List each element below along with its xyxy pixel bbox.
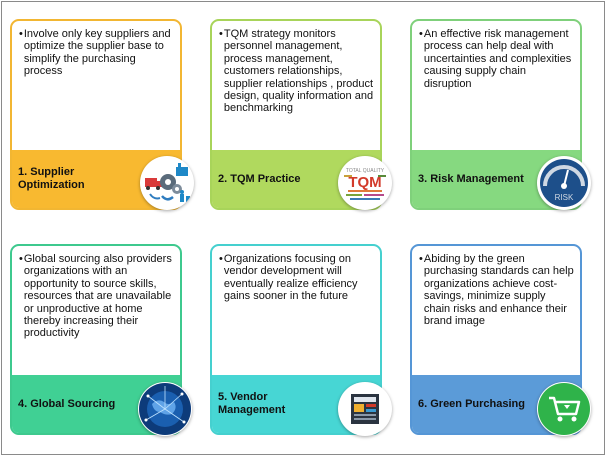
tqm-word-cloud-icon: TOTAL QUALITY TQM [338, 156, 392, 210]
card-description: • TQM strategy monitors personnel manage… [219, 28, 374, 115]
card-title: 1. Supplier Optimization [18, 166, 85, 191]
dashboard-report-icon [338, 382, 392, 436]
card-description: • An effective risk management process c… [419, 28, 574, 90]
card-title: 3. Risk Management [418, 172, 524, 185]
icon-label: TQM [348, 174, 381, 191]
bullet: • [419, 28, 423, 40]
card-description-text: TQM strategy monitors personnel manageme… [223, 28, 374, 115]
card-description-text: Abiding by the green purchasing standard… [423, 253, 574, 328]
icon-label: RISK [555, 193, 574, 202]
card-description-text: Involve only key suppliers and optimize … [23, 28, 171, 78]
bullet: • [19, 28, 23, 40]
card-description: • Abiding by the green purchasing standa… [419, 253, 574, 327]
card-title: 2. TQM Practice [218, 172, 301, 185]
bullet: • [219, 28, 223, 40]
bullet: • [219, 253, 223, 265]
card-description: • Global sourcing also providers organiz… [19, 253, 174, 340]
card-description: • Involve only key suppliers and optimiz… [19, 28, 174, 78]
bullet: • [419, 253, 423, 265]
card-description: • Organizations focusing on vendor devel… [219, 253, 374, 303]
card-description-text: Organizations focusing on vendor develop… [223, 253, 358, 303]
bullet: • [19, 253, 23, 265]
card-title: 4. Global Sourcing [18, 397, 116, 410]
card-title: 5. Vendor Management [218, 391, 286, 416]
risk-gauge-icon: RISK [537, 156, 591, 210]
supply-chain-icon [140, 156, 194, 210]
card-title: 6. Green Purchasing [418, 397, 525, 410]
card-description-text: Global sourcing also providers organizat… [23, 253, 172, 340]
icon-caption: TOTAL QUALITY [346, 168, 385, 174]
card-description-text: An effective risk management process can… [423, 28, 572, 90]
globe-network-icon [138, 382, 192, 436]
green-cart-icon [537, 382, 591, 436]
